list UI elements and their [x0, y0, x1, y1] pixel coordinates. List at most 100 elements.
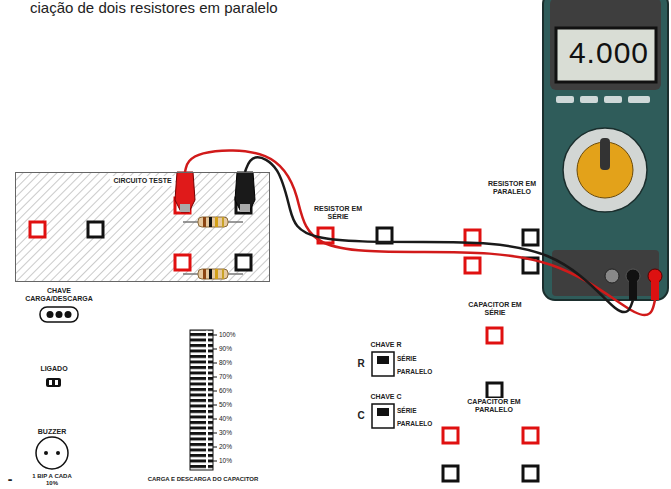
scale-value: 90% — [219, 345, 245, 352]
bar-graph-label: CARGA E DESCARGA DO CAPACITOR — [138, 476, 268, 483]
terminal — [523, 428, 538, 443]
terminal — [236, 255, 251, 270]
multimeter-body — [605, 269, 619, 283]
switch-label: CHAVE C — [366, 393, 406, 401]
terminal — [30, 198, 538, 481]
test-panel-hatch — [15, 172, 270, 282]
resistor-symbol — [183, 217, 243, 279]
alligator-clip — [240, 204, 250, 212]
multimeter-body — [543, 0, 668, 300]
selector-switch — [372, 404, 394, 428]
position-label: PARALELO — [397, 368, 437, 375]
bar-graph — [213, 335, 217, 461]
charge-switch — [65, 311, 72, 318]
test-circuit-panel: CIRCUITO TESTE — [15, 172, 270, 282]
dash-mark: - — [4, 472, 16, 487]
resistor-symbol — [215, 269, 218, 279]
switch-letter: C — [354, 410, 368, 421]
scale-value: 80% — [219, 359, 245, 366]
resistor-symbol — [203, 217, 206, 227]
indicator-label: LIGADO — [34, 365, 74, 373]
multimeter-body — [604, 96, 622, 103]
scale-value: 50% — [219, 401, 245, 408]
bar-graph — [213, 377, 217, 378]
resistor-symbol — [198, 217, 228, 227]
resistor-symbol — [215, 217, 218, 227]
multimeter-body — [651, 276, 659, 300]
scale-value: 70% — [219, 373, 245, 380]
multimeter-body — [563, 128, 647, 212]
terminal — [30, 222, 45, 237]
bar-graph — [213, 405, 217, 406]
buzzer — [44, 451, 48, 455]
resistor-symbol — [203, 269, 206, 279]
bar-graph — [213, 363, 217, 364]
selector-switch — [377, 408, 389, 416]
selector-switch — [372, 352, 394, 376]
scale-value: 40% — [219, 415, 245, 422]
charge-switch — [40, 307, 78, 322]
buzzer — [56, 451, 60, 455]
charge-switch — [56, 311, 63, 318]
panel-title: CIRCUITO TESTE — [110, 176, 174, 186]
resistor-symbol — [209, 217, 212, 227]
bar-graph — [190, 330, 217, 470]
switch-label: CHAVE CARGA/DESCARGA — [23, 287, 95, 302]
switch-letter: R — [354, 358, 368, 369]
multimeter-body — [550, 0, 661, 90]
terminal — [465, 258, 480, 273]
scale-value: 100% — [219, 331, 245, 338]
power-led — [46, 378, 61, 387]
test-panel-hatch — [15, 172, 270, 282]
multimeter-body — [628, 96, 650, 103]
part-label: RESISTOR EM SÉRIE — [313, 205, 363, 220]
multimeter-body — [580, 96, 598, 103]
position-label: SÉRIE — [397, 355, 427, 362]
terminal — [443, 466, 458, 481]
terminal — [523, 466, 538, 481]
scale-value: 30% — [219, 429, 245, 436]
switch-label: CHAVE R — [366, 341, 406, 349]
part-label: RESISTOR EM PARALELO — [482, 180, 542, 195]
bar-graph — [213, 349, 217, 350]
power-led — [55, 380, 58, 385]
terminal — [88, 222, 103, 237]
power-led — [49, 380, 52, 385]
multimeter-body — [629, 276, 637, 300]
multimeter-body — [600, 138, 610, 170]
charge-switch — [40, 307, 78, 322]
terminal — [487, 328, 502, 343]
resistor-symbol — [198, 269, 228, 279]
position-label: PARALELO — [397, 420, 437, 427]
bar-graph — [213, 335, 217, 336]
selector-switch — [377, 356, 389, 364]
lcd-reading: 4.000 — [557, 36, 649, 69]
multimeter: 4.000 — [543, 0, 668, 300]
alligator-clip — [235, 172, 255, 212]
terminal — [175, 255, 190, 270]
alligator-clip — [175, 172, 255, 212]
bar-graph — [213, 391, 217, 392]
bar-graph — [213, 419, 217, 420]
multimeter-body — [556, 96, 574, 103]
page-heading: ciação de dois resistores em paralelo — [30, 0, 278, 17]
scale-value: 20% — [219, 443, 245, 450]
resistor-symbol — [222, 217, 224, 227]
resistor-symbol — [209, 269, 212, 279]
resistor-symbol — [222, 269, 224, 279]
terminal — [487, 383, 502, 398]
bar-graph — [213, 433, 217, 434]
note-text: 1 BIP A CADA 10% — [30, 473, 74, 486]
alligator-clip — [180, 204, 190, 212]
terminal — [523, 230, 538, 245]
buzzer — [36, 437, 68, 469]
part-label: CAPACITOR EM SÉRIE — [465, 301, 525, 316]
selector-switch — [372, 352, 394, 428]
bar-graph — [213, 461, 217, 462]
part-label: CAPACITOR EM PARALELO — [455, 398, 533, 413]
power-led — [46, 378, 61, 387]
probe-wire — [245, 157, 633, 312]
